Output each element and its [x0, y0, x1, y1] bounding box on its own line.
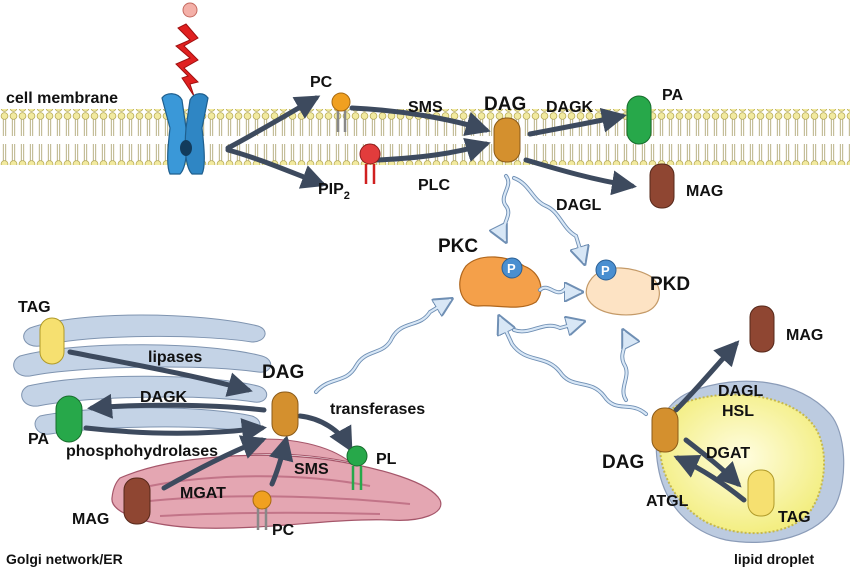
- arrow-dagk-to-pa: [527, 107, 627, 137]
- pc-golgi-icon: [252, 490, 272, 530]
- dag-ld-icon: [651, 407, 679, 453]
- dagk-golgi-label: DAGK: [140, 389, 188, 406]
- phosphohydrolases-label: phosphohydrolases: [66, 443, 218, 460]
- arrow-dagk-golgi: [87, 393, 267, 419]
- mag-golgi-icon: [123, 477, 151, 525]
- dagk-top-label: DAGK: [546, 99, 594, 116]
- pa-golgi-icon: [55, 395, 83, 443]
- transferases-label: transferases: [330, 401, 425, 418]
- pkc-icon: [459, 256, 542, 308]
- dagl-ld-label: DAGL: [718, 383, 764, 400]
- dag-golgi-label: DAG: [262, 362, 304, 383]
- atgl-label: ATGL: [646, 493, 689, 510]
- arrow-mgat: [161, 435, 267, 491]
- arrow-transferases: [297, 413, 353, 453]
- pip2-label: PIP2: [318, 181, 350, 202]
- arrow-lipases: [67, 349, 253, 397]
- mag-ld-label: MAG: [786, 327, 823, 344]
- arrow-receptor-to-pip2: [225, 147, 327, 189]
- sms-top-label: SMS: [408, 99, 443, 116]
- pip2-icon: [359, 143, 381, 184]
- mag-top-label: MAG: [686, 183, 723, 200]
- arrow-dag-to-pkd: [512, 176, 584, 262]
- arrow-sms-golgi: [269, 435, 294, 487]
- mag-ld-icon: [749, 305, 775, 353]
- arrow-atgl: [673, 455, 747, 503]
- pc-golgi-label: PC: [272, 522, 295, 539]
- pkc-label: PKC: [438, 236, 478, 257]
- arrow-dagl-hsl: [673, 340, 740, 413]
- arrow-plc-to-dag: [375, 138, 491, 163]
- ligand-icon: [182, 2, 198, 18]
- receptor-icon: [161, 93, 209, 175]
- arrow-dagl-to-mag: [523, 157, 637, 196]
- mag-top-icon: [649, 163, 675, 209]
- mgat-label: MGAT: [180, 485, 226, 502]
- pa-golgi-label: PA: [28, 431, 49, 448]
- lipid-droplet-icon: [655, 380, 845, 543]
- dag-golgi-icon: [271, 391, 299, 437]
- lipases-label: lipases: [148, 349, 202, 366]
- pc-top-label: PC: [310, 74, 333, 91]
- p-badge-pkc-label: P: [507, 261, 516, 276]
- pa-top-label: PA: [662, 87, 683, 104]
- mag-golgi-label: MAG: [72, 511, 109, 528]
- tag-golgi-icon: [39, 317, 65, 365]
- sms-golgi-label: SMS: [294, 461, 329, 478]
- cell-membrane-label: cell membrane: [6, 90, 118, 107]
- arrow-dgat: [683, 437, 742, 488]
- tag-ld-label: TAG: [778, 509, 811, 526]
- tag-ld-icon: [747, 469, 775, 517]
- p-badge-pkd: [595, 259, 617, 281]
- arrow-phosphohydrolases: [83, 418, 267, 443]
- dagl-top-label: DAGL: [556, 197, 602, 214]
- pkd-label: PKD: [650, 274, 690, 295]
- pl-label: PL: [376, 451, 397, 468]
- dgat-label: DGAT: [706, 445, 750, 462]
- hsl-label: HSL: [722, 403, 754, 420]
- lipid-droplet-label: lipid droplet: [734, 551, 814, 567]
- p-badge-pkc: [501, 257, 523, 279]
- phospholipid-icon: [331, 92, 351, 132]
- arrow-sms-to-dag: [349, 105, 491, 136]
- lightning-bolt-icon: [175, 23, 199, 97]
- pa-top-icon: [626, 95, 652, 145]
- arrow-receptor-to-pc: [225, 95, 321, 151]
- dag-top-icon: [493, 117, 521, 163]
- golgi-network-label: Golgi network/ER: [6, 551, 123, 567]
- dag-ld-label: DAG: [602, 452, 644, 473]
- plc-label: PLC: [418, 177, 450, 194]
- p-badge-pkd-label: P: [601, 263, 610, 278]
- dag-top-label: DAG: [484, 94, 526, 115]
- pl-icon: [346, 445, 368, 490]
- tag-golgi-label: TAG: [18, 299, 51, 316]
